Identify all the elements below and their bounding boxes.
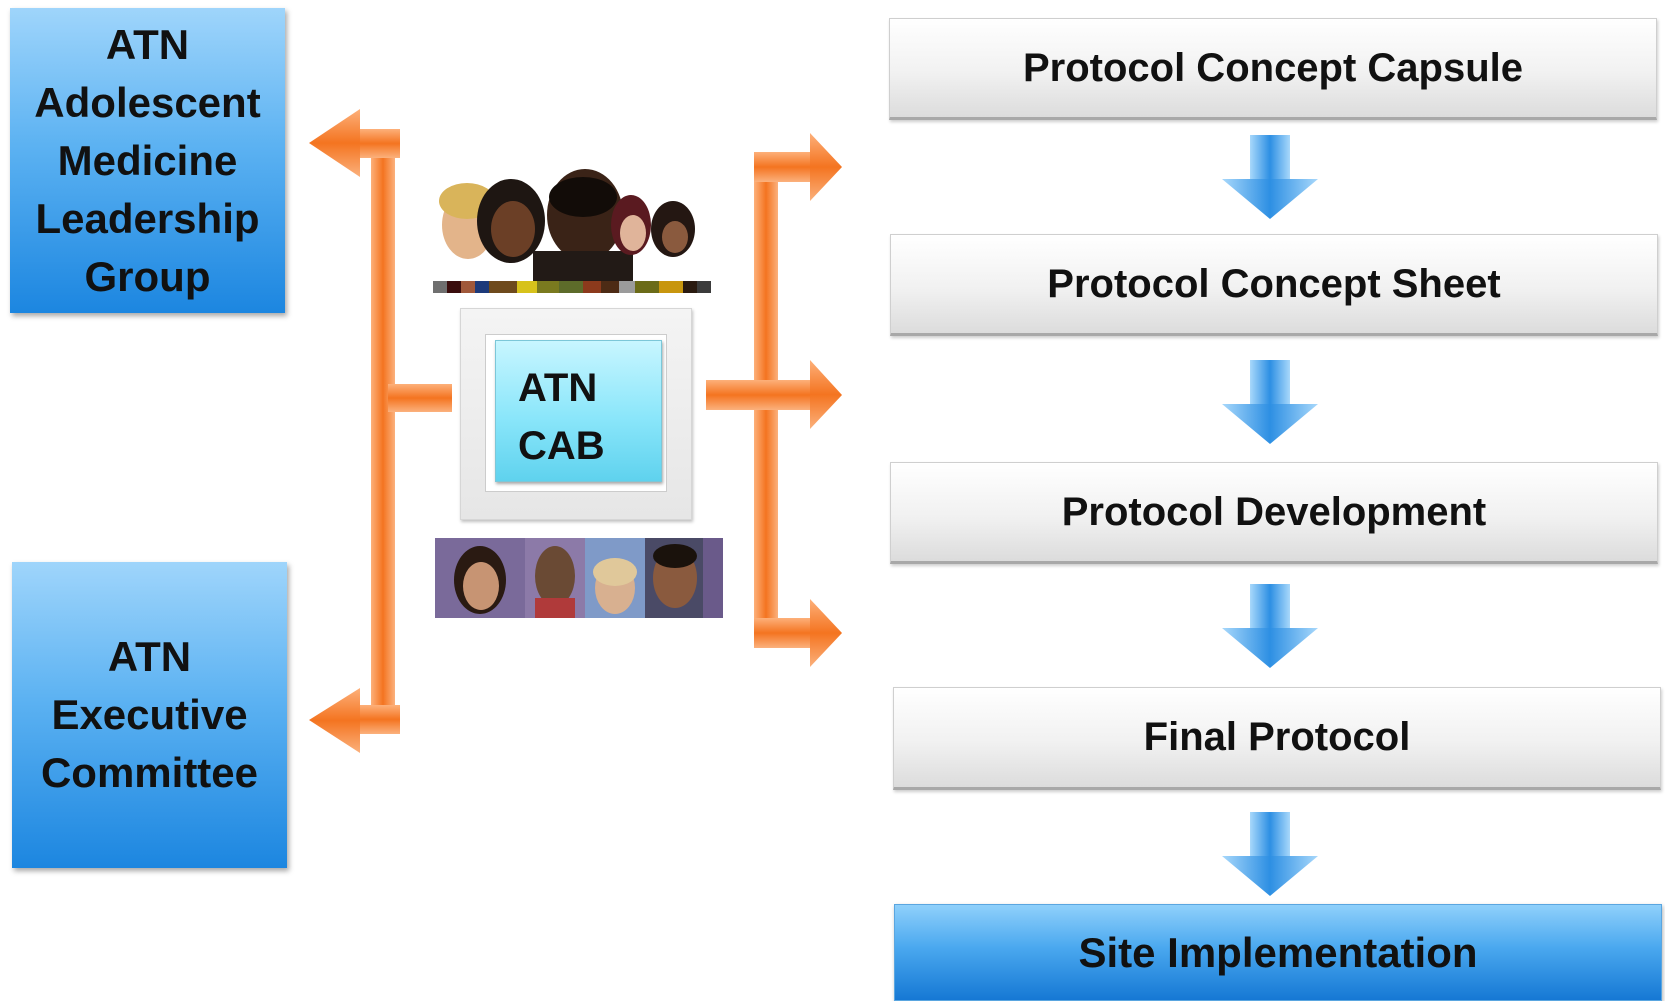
step-concept-capsule-label: Protocol Concept Capsule [1022, 45, 1524, 90]
cab-line-2: CAB [518, 424, 605, 468]
executive-committee-box: ATN Executive Committee [12, 562, 287, 868]
leadership-line-4: Leadership [35, 194, 260, 242]
down-arrow-4-icon [1222, 812, 1318, 896]
cab-box: ATN CAB [495, 340, 662, 482]
arrow-to-concept-capsule-icon [754, 133, 842, 201]
leadership-group-box: ATN Adolescent Medicine Leadership Group [10, 8, 285, 313]
step-protocol-development: Protocol Development [890, 462, 1658, 564]
step-concept-sheet: Protocol Concept Sheet [890, 234, 1658, 336]
down-arrow-3-icon [1222, 584, 1318, 668]
teen-faces-photo-strip [435, 538, 723, 618]
step-concept-capsule: Protocol Concept Capsule [889, 18, 1657, 120]
executive-line-1: ATN [107, 633, 192, 680]
arrow-to-final-protocol-icon [754, 599, 842, 667]
executive-line-3: Committee [40, 749, 259, 796]
step-site-implementation: Site Implementation [894, 904, 1662, 1001]
down-arrow-1-icon [1222, 135, 1318, 219]
down-arrow-2-icon [1222, 360, 1318, 444]
step-final-protocol-label: Final Protocol [1143, 715, 1411, 759]
teen-group-photo [433, 169, 711, 293]
step-site-implementation-label: Site Implementation [1078, 928, 1478, 976]
step-concept-sheet-label: Protocol Concept Sheet [1047, 261, 1501, 306]
arrow-to-executive-icon [309, 688, 400, 753]
leadership-line-1: ATN [105, 20, 190, 68]
step-protocol-development-label: Protocol Development [1061, 489, 1487, 534]
cab-left-stub [388, 384, 452, 412]
cab-line-1: ATN [518, 366, 598, 410]
executive-line-2: Executive [51, 691, 248, 738]
arrow-from-cab-icon [706, 360, 842, 429]
left-connector-bar [371, 158, 395, 706]
leadership-line-2: Adolescent [34, 78, 261, 126]
leadership-line-3: Medicine [57, 136, 238, 184]
leadership-line-5: Group [84, 252, 211, 300]
step-final-protocol: Final Protocol [893, 687, 1661, 790]
arrow-to-leadership-icon [309, 109, 400, 177]
